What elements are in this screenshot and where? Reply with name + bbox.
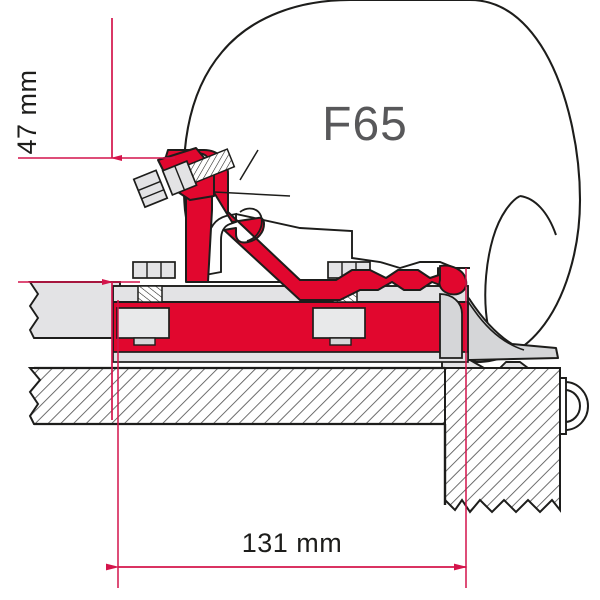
bracket-arm-body bbox=[162, 149, 456, 301]
bolt-leader-line bbox=[239, 149, 259, 181]
awning-lid-seam-top bbox=[519, 195, 557, 236]
bolt-left-thread bbox=[137, 285, 163, 303]
part-label-f65: F65 bbox=[322, 98, 408, 151]
bolt-left-head bbox=[132, 261, 176, 279]
dim-47-label: 47 mm bbox=[12, 69, 42, 154]
mounting-bolt-upper bbox=[132, 148, 236, 209]
dimension-width-131mm: 131 mm bbox=[106, 268, 468, 588]
bolt-upper-thread bbox=[187, 148, 236, 184]
adapter-nut-center bbox=[329, 337, 352, 346]
roof-panel bbox=[27, 366, 446, 426]
adapter-bottom-strip bbox=[112, 351, 469, 363]
adapter-base-bar bbox=[112, 285, 469, 363]
adapter-recess-center bbox=[312, 307, 366, 339]
bracket-end-lip bbox=[438, 264, 468, 296]
wall-panel-section bbox=[444, 367, 561, 514]
dimension-height-47mm: 47 mm bbox=[12, 18, 175, 420]
roof-panel-section bbox=[27, 367, 446, 425]
rail-profile bbox=[28, 281, 121, 339]
mounting-bolt-left bbox=[132, 261, 176, 303]
dim-131-label: 131 mm bbox=[242, 528, 343, 558]
bracket-hook-detail bbox=[239, 207, 263, 242]
wall-panel bbox=[443, 367, 561, 514]
rail-profile-left bbox=[28, 281, 121, 339]
adapter-nut-left bbox=[133, 337, 156, 346]
gutter-hook bbox=[559, 377, 589, 435]
gutter-hook-stem bbox=[559, 377, 567, 435]
adapter-recess-left bbox=[116, 307, 170, 339]
adapter-end-cap bbox=[439, 293, 463, 359]
bolt-leader-line-2 bbox=[213, 191, 291, 197]
